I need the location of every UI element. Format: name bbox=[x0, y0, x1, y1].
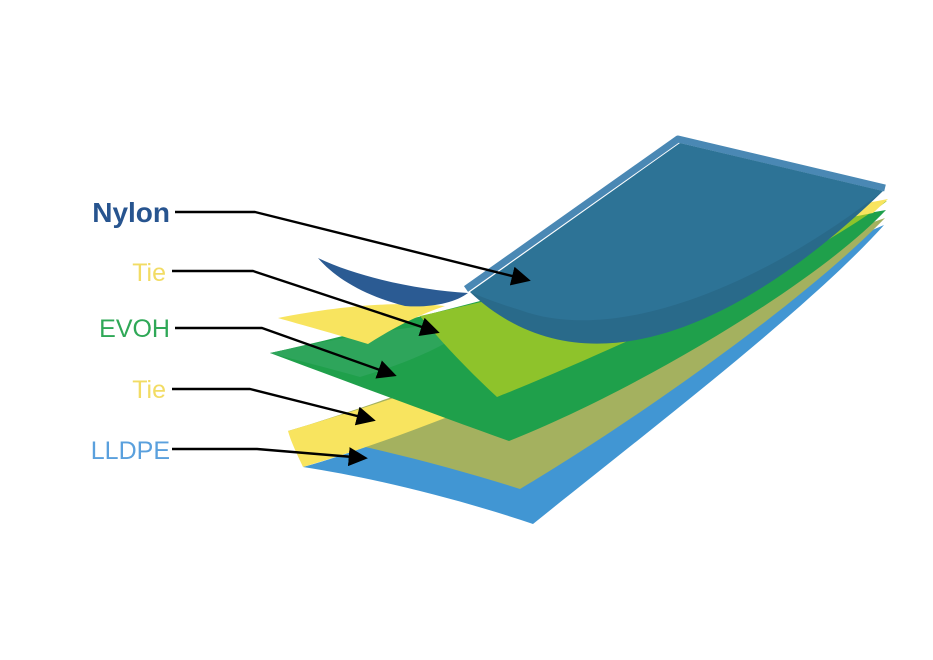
leader-arrow-tie-lower bbox=[172, 387, 376, 426]
label-tie-upper: Tie bbox=[132, 259, 166, 287]
layer-nylon-face bbox=[470, 143, 883, 344]
layer-nylon-bend-shade bbox=[470, 191, 883, 344]
leader-lines bbox=[172, 210, 531, 467]
film-stack bbox=[270, 135, 888, 524]
labels: Nylon Tie EVOH Tie LLDPE bbox=[91, 197, 170, 465]
label-lldpe: LLDPE bbox=[91, 437, 170, 465]
label-nylon: Nylon bbox=[92, 197, 170, 228]
label-evoh: EVOH bbox=[99, 315, 170, 343]
layer-nylon-curl bbox=[318, 258, 468, 307]
layer-nylon-edge-highlight bbox=[463, 135, 886, 292]
leader-arrow-tie-upper bbox=[172, 269, 440, 336]
label-tie-lower: Tie bbox=[132, 376, 166, 404]
leader-arrow-lldpe bbox=[172, 447, 368, 467]
leader-arrow-evoh bbox=[175, 326, 397, 379]
leader-arrow-nylon bbox=[175, 210, 531, 286]
layer-tie-upper-yellow-wedge bbox=[278, 304, 445, 344]
